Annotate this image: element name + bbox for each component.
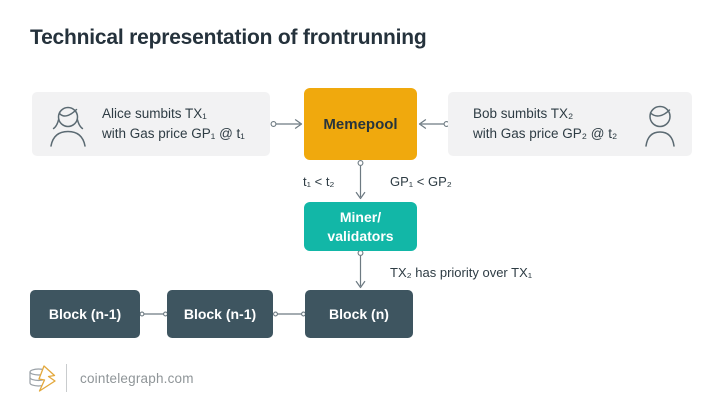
node-block-n-1-b: Block (n-1) xyxy=(167,290,273,338)
node-block-n-1-a: Block (n-1) xyxy=(30,290,140,338)
cointelegraph-logo-icon xyxy=(28,364,56,392)
label-time-condition: t₁ < t₂ xyxy=(303,174,335,189)
miner-line1: Miner/ xyxy=(339,209,382,226)
node-block-n: Block (n) xyxy=(305,290,413,338)
alice-line1: Alice sumbits TX₁ xyxy=(102,105,207,121)
bob-person-icon xyxy=(641,101,679,147)
footer-site-url: cointelegraph.com xyxy=(80,370,194,386)
node-alice: Alice sumbits TX₁ with Gas price GP₁ @ t… xyxy=(32,92,270,156)
alice-line2: with Gas price GP₁ @ t₁ xyxy=(102,126,245,141)
alice-person-icon xyxy=(49,101,87,147)
alice-text: Alice sumbits TX₁ with Gas price GP₁ @ t… xyxy=(102,104,245,145)
footer-divider xyxy=(66,364,67,392)
node-bob: Bob sumbits TX₂ with Gas price GP₂ @ t₂ xyxy=(448,92,692,156)
bob-line1: Bob sumbits TX₂ xyxy=(473,105,574,121)
page-title: Technical representation of frontrunning xyxy=(30,26,427,49)
label-gasprice-condition: GP₁ < GP₂ xyxy=(390,174,452,189)
footer: cointelegraph.com xyxy=(28,363,194,393)
label-priority: TX₂ has priority over TX₁ xyxy=(390,265,533,280)
bob-line2: with Gas price GP₂ @ t₂ xyxy=(473,126,618,141)
bob-text: Bob sumbits TX₂ with Gas price GP₂ @ t₂ xyxy=(473,104,617,145)
node-miner-validators: Miner/ validators xyxy=(304,202,417,251)
node-mempool: Memepool xyxy=(304,88,417,160)
miner-line2: validators xyxy=(327,227,394,244)
